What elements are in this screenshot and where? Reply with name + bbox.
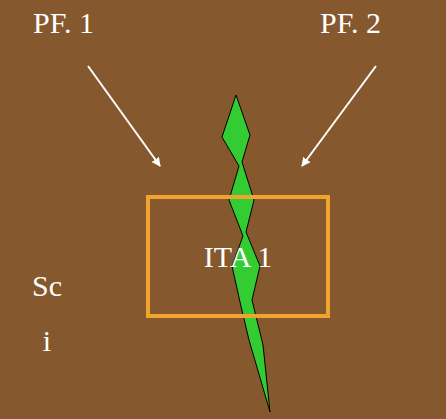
pointer-arrow <box>88 66 160 166</box>
vertical-label: Sci <box>32 258 62 368</box>
region-box: ITA 1 <box>146 195 330 318</box>
box-label: ITA 1 <box>204 240 272 274</box>
pointer-arrow <box>302 66 376 166</box>
pf-label: PF. 1 <box>33 6 94 40</box>
pf-label: PF. 2 <box>320 6 381 40</box>
